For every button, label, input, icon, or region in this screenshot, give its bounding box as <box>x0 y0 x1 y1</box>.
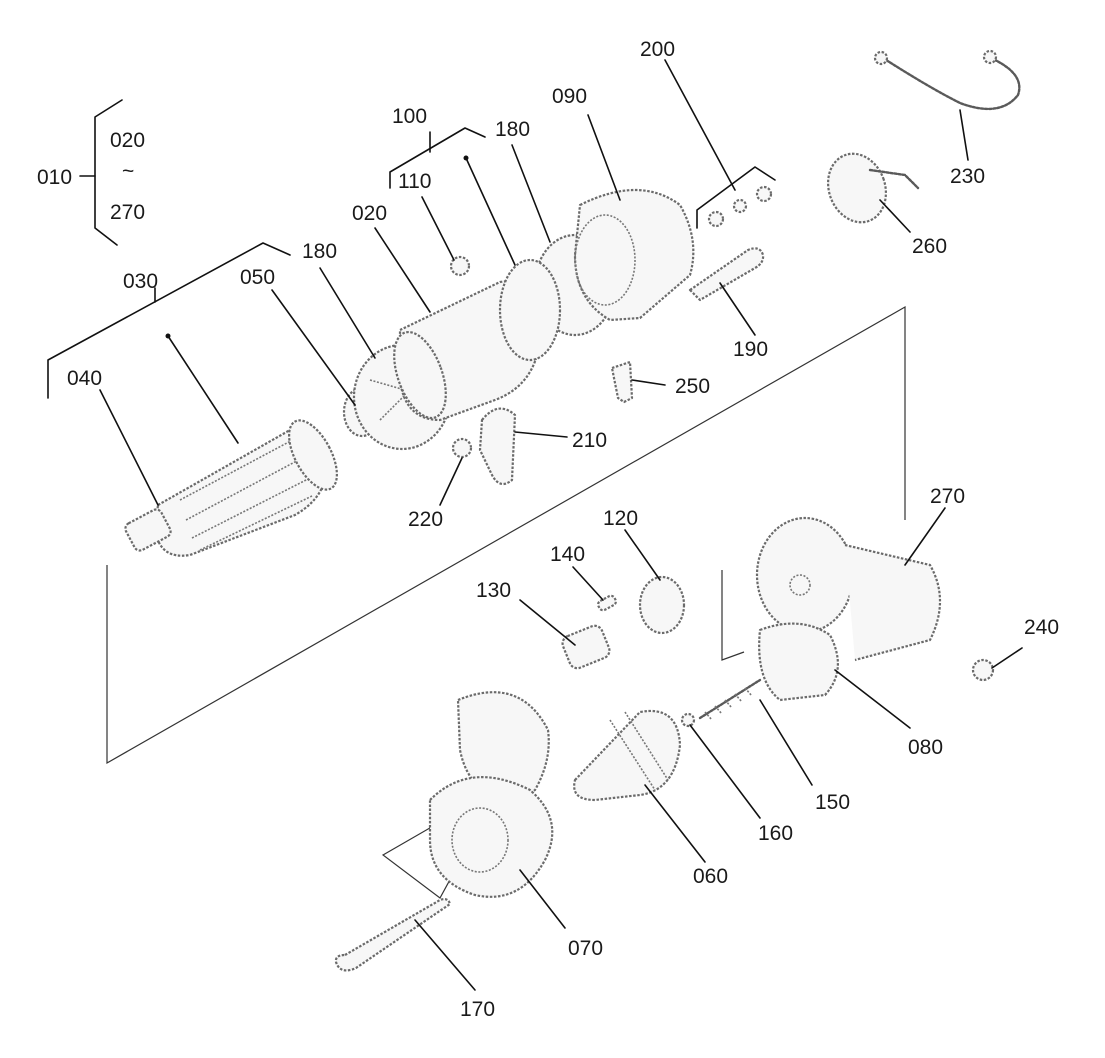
part-label: 170 <box>460 998 495 1021</box>
part-label: 190 <box>733 338 768 361</box>
group-label: 010 <box>37 166 72 189</box>
roller-part <box>561 624 611 670</box>
nut-240-part <box>971 658 995 682</box>
bracket-210-part <box>478 407 517 486</box>
washer-set-part <box>707 185 773 228</box>
range-start-label: 020 <box>110 129 145 152</box>
housing-part <box>428 691 554 898</box>
part-label: 210 <box>572 429 607 452</box>
part-label: 140 <box>550 543 585 566</box>
part-label: 060 <box>693 865 728 888</box>
pin-part <box>597 594 617 612</box>
leader-lines <box>99 59 1023 991</box>
front-bracket-part <box>758 622 839 702</box>
part-label: 160 <box>758 822 793 845</box>
part-label: 030 <box>123 270 158 293</box>
bracket-200 <box>696 166 776 229</box>
part-label: 050 <box>240 266 275 289</box>
part-label: 150 <box>815 791 850 814</box>
part-label: 130 <box>476 579 511 602</box>
part-label: 080 <box>908 736 943 759</box>
part-labels: 030 040 050 180 020 100 110 180 090 200 … <box>67 38 1059 1021</box>
bracket-100 <box>389 127 486 189</box>
part-label: 270 <box>930 485 965 508</box>
bolt-250-part <box>610 360 634 404</box>
part-label: 110 <box>398 170 431 193</box>
ball-part <box>680 712 696 728</box>
brush-holder-part <box>498 258 562 362</box>
through-bolt-part <box>688 247 765 302</box>
part-label: 020 <box>352 202 387 225</box>
part-label: 240 <box>1024 616 1059 639</box>
long-bolt-part <box>334 898 452 972</box>
part-label: 220 <box>408 508 443 531</box>
nut-110-part <box>449 255 471 277</box>
part-label: 090 <box>552 85 587 108</box>
armature-part <box>124 419 338 557</box>
part-label: 180 <box>302 240 337 263</box>
outline-connector <box>106 305 906 765</box>
part-label: 120 <box>603 507 638 530</box>
part-label: 040 <box>67 367 102 390</box>
range-end-label: 270 <box>110 201 145 224</box>
clamp-part <box>826 152 920 224</box>
part-label: 230 <box>950 165 985 188</box>
gear-part <box>638 575 686 635</box>
spring-part <box>698 678 762 720</box>
part-label: 070 <box>568 937 603 960</box>
bracket-line <box>94 99 123 246</box>
part-label: 200 <box>640 38 675 61</box>
lead-wire-part <box>881 56 1021 111</box>
part-label: 100 <box>392 105 427 128</box>
part-label: 260 <box>912 235 947 258</box>
pinion-clutch-part <box>573 709 682 802</box>
range-symbol: ~ <box>122 160 134 183</box>
group-bracket: 010 020 ~ 270 <box>37 99 145 246</box>
nut-220-part <box>451 437 473 459</box>
part-label: 250 <box>675 375 710 398</box>
pinion-connector <box>721 570 745 661</box>
solenoid-part <box>755 516 942 662</box>
part-label: 180 <box>495 118 530 141</box>
end-cover-part <box>573 189 695 322</box>
